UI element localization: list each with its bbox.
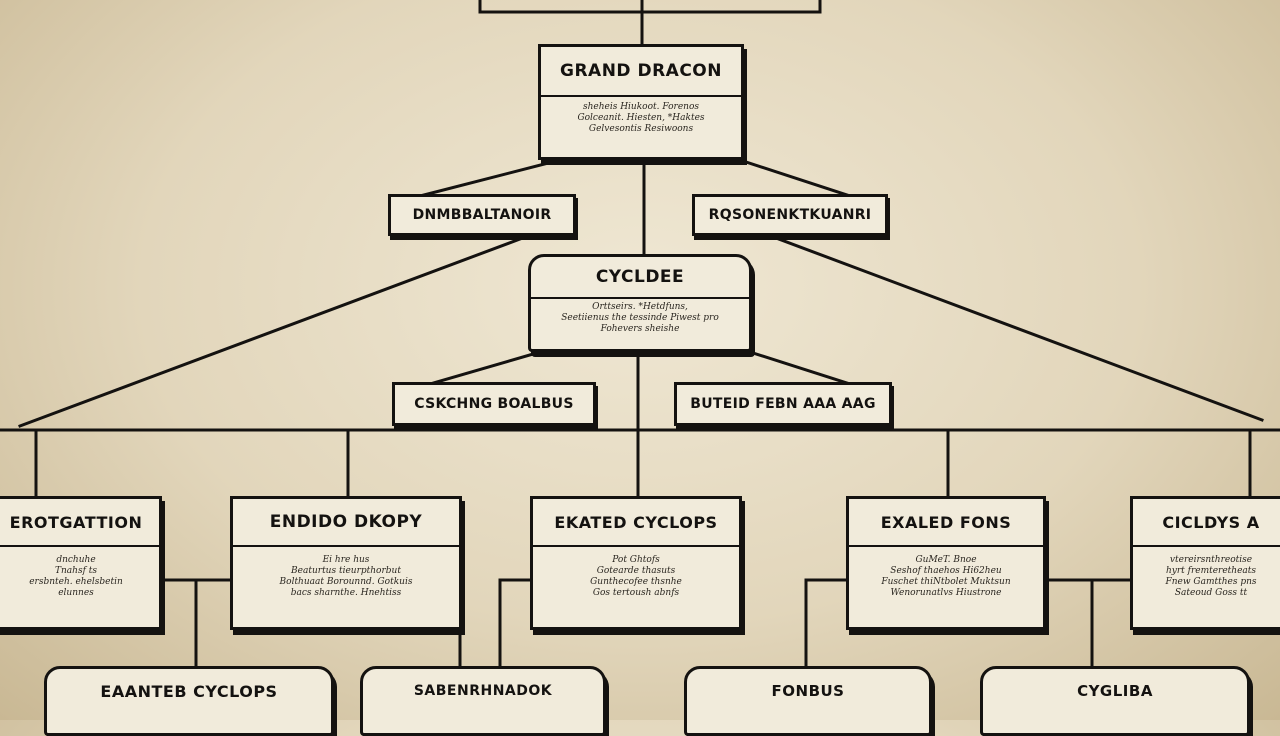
node-title: EAANTEB CYCLOPS	[100, 681, 278, 701]
node-body: Ei hre hus Beaturtus tieurpthorbut Bolth…	[233, 547, 459, 599]
node-body-line: ersbnteh. ehelsbetin	[29, 577, 123, 587]
node-body-line: Fohevers sheishe	[600, 324, 680, 334]
connector-line	[18, 234, 530, 428]
node-title: EROTGATTION	[0, 499, 159, 547]
node-body-line: Sateoud Goss tt	[1174, 588, 1248, 598]
node-body: Orttseirs. *Hetdfuns, Seetiienus the tes…	[531, 299, 749, 335]
connector-line	[738, 158, 852, 198]
connector-line	[418, 158, 562, 198]
node-bottom-4: CYGLIBA	[980, 666, 1250, 736]
node-bottom-2: SABENRHNADOK	[360, 666, 606, 736]
node-title: SABENRHNADOK	[413, 683, 553, 699]
node-body-line: Orttseirs. *Hetdfuns,	[592, 302, 688, 312]
node-body-line: Pot Ghtofs	[612, 555, 660, 565]
node-grand-dracon: GRAND DRACON sheheis Hiukoot. Forenos Go…	[538, 44, 744, 160]
node-body-line: Wenorunatlvs Hiustrone	[890, 588, 1002, 598]
node-title: EXALED FONS	[849, 499, 1043, 547]
node-body-line: Seshof thaehos Hi62heu	[890, 566, 1002, 576]
node-body-line: sheheis Hiukoot. Forenos	[582, 102, 699, 112]
node-body-line: GuMeT. Bnoe	[915, 555, 977, 565]
node-bottom-3: FONBUS	[684, 666, 932, 736]
connector-lines	[0, 0, 1280, 670]
node-body-line: Beaturtus tieurpthorbut	[291, 566, 401, 576]
node-body-line: Fnew Gamtthes pns	[1165, 577, 1257, 587]
node-title: CYGLIBA	[1077, 682, 1153, 700]
node-body: sheheis Hiukoot. Forenos Golceanit. Hies…	[541, 97, 741, 135]
node-title: CICLDYS A	[1133, 499, 1280, 547]
node-body: dnchuhe Tnahsf ts ersbnteh. ehelsbetin e…	[0, 547, 159, 599]
node-center-mid: EKATED CYCLOPS Pot Ghtofs Gotearde thasu…	[530, 496, 742, 630]
label-right-lower: BUTEID FEBN AAA AAG	[674, 382, 892, 426]
node-body-line: elunnes	[58, 588, 94, 598]
node-right-inner: EXALED FONS GuMeT. Bnoe Seshof thaehos H…	[846, 496, 1046, 630]
node-left-inner: ENDIDO DKOPY Ei hre hus Beaturtus tieurp…	[230, 496, 462, 630]
node-body-line: Golceanit. Hiesten, *Haktes	[577, 113, 705, 123]
node-body-line: Gotearde thasuts	[596, 566, 676, 576]
node-title: FONBUS	[771, 682, 845, 700]
connector-line	[758, 230, 1264, 422]
node-title: GRAND DRACON	[541, 47, 741, 97]
node-body-line: hyrt fremteretheats	[1165, 566, 1257, 576]
node-bottom-1: EAANTEB CYCLOPS	[44, 666, 334, 736]
node-right-outer: CICLDYS A vtereirsnthreotise hyrt fremte…	[1130, 496, 1280, 630]
node-cyclops-center: CYCLDEE Orttseirs. *Hetdfuns, Seetiienus…	[528, 254, 752, 352]
node-title: CYCLDEE	[531, 257, 749, 299]
top-partial-box	[478, 0, 822, 14]
node-body-line: vtereirsnthreotise	[1169, 555, 1253, 565]
connector-line	[748, 350, 852, 386]
node-body-line: Bolthuaat Borounnd. Gotkuis	[279, 577, 413, 587]
node-body-line: Seetiienus the tessinde Piwest pro	[561, 313, 719, 323]
node-body: Pot Ghtofs Gotearde thasuts Gunthecofee …	[533, 547, 739, 599]
node-body: GuMeT. Bnoe Seshof thaehos Hi62heu Fusch…	[849, 547, 1043, 599]
node-body-line: Gos tertoush abnfs	[592, 588, 680, 598]
node-body-line: Gunthecofee thsnhe	[590, 577, 682, 587]
node-title: ENDIDO DKOPY	[233, 499, 459, 547]
label-right-upper: RQSONENKTKUANRI	[692, 194, 888, 236]
node-body-line: bacs sharnthe. Hnehtiss	[290, 588, 402, 598]
node-body-line: Gelvesontis Resiwoons	[588, 124, 694, 134]
node-left-outer: EROTGATTION dnchuhe Tnahsf ts ersbnteh. …	[0, 496, 162, 630]
node-body-line: Fuschet thiNtbolet Muktsun	[881, 577, 1011, 587]
node-body: vtereirsnthreotise hyrt fremteretheats F…	[1133, 547, 1280, 599]
node-body-line: Tnahsf ts	[54, 566, 97, 576]
connector-line	[428, 350, 542, 386]
label-left-lower: CSKCHNG BOALBUS	[392, 382, 596, 426]
node-title: EKATED CYCLOPS	[533, 499, 739, 547]
node-body-line: Ei hre hus	[322, 555, 370, 565]
label-left-upper: DNMBBALTANOIR	[388, 194, 576, 236]
node-body-line: dnchuhe	[56, 555, 96, 565]
